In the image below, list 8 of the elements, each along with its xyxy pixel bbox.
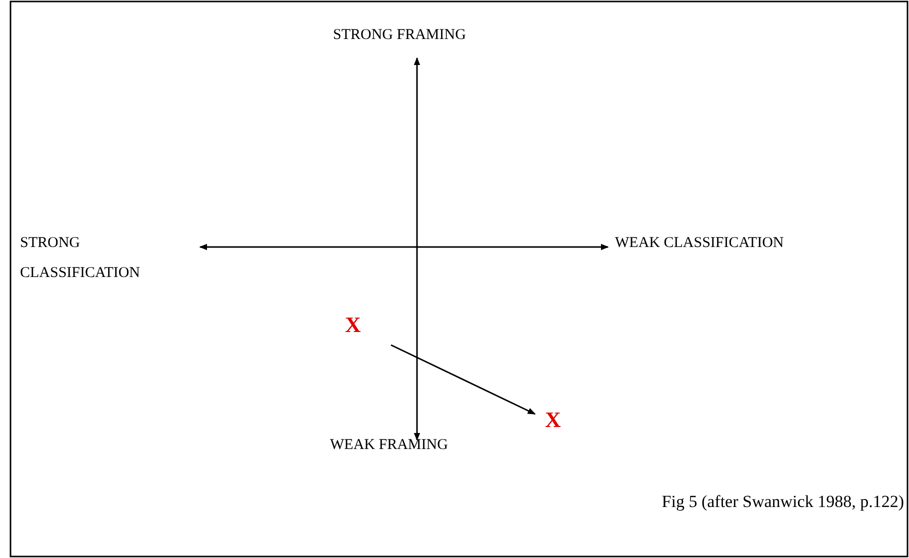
axis-label: STRONG CLASSIFICATION — [20, 234, 142, 283]
axis-label: WEAK CLASSIFICATION — [615, 234, 785, 253]
arrow — [390, 344, 536, 415]
figure-caption: Fig 5 (after Swanwick 1988, p.122) — [662, 492, 904, 512]
cross-mark: X — [345, 313, 361, 337]
cross-mark: X — [545, 408, 561, 432]
axis-label: STRONG FRAMING — [333, 26, 467, 45]
axis-label: WEAK FRAMING — [330, 436, 449, 455]
